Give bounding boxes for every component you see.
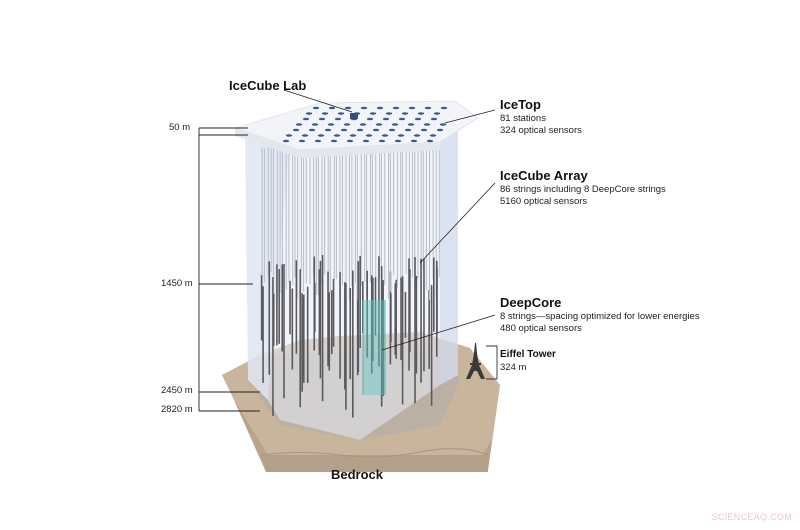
icecube-lab-building	[350, 113, 358, 119]
eiffel-height: 324 m	[500, 362, 527, 373]
icetop-stations-text: 81 stations	[500, 113, 546, 124]
depth-label-1450: 1450 m	[161, 278, 193, 289]
bedrock-label: Bedrock	[331, 467, 384, 482]
depth-label-2450: 2450 m	[161, 385, 193, 396]
icecube-lab-label: IceCube Lab	[229, 78, 307, 93]
array-strings-text: 86 strings including 8 DeepCore strings	[500, 184, 666, 195]
deepcore-title: DeepCore	[500, 295, 562, 310]
icetop-title: IceTop	[500, 97, 541, 112]
eiffel-tower-icon	[466, 343, 485, 379]
depth-scale	[198, 127, 260, 412]
eiffel-title: Eiffel Tower	[500, 349, 556, 360]
array-sensors-text: 5160 optical sensors	[500, 196, 588, 207]
deepcore-sensors-text: 480 optical sensors	[500, 323, 582, 334]
detector-strings	[260, 145, 440, 418]
watermark: SCIENCEAQ.COM	[711, 512, 792, 522]
deepcore-strings-text: 8 strings—spacing optimized for lower en…	[500, 311, 700, 322]
array-title: IceCube Array	[500, 168, 588, 183]
deepcore-region	[362, 300, 386, 395]
icetop-sensors-text: 324 optical sensors	[500, 125, 582, 136]
depth-label-50: 50 m	[169, 122, 191, 133]
icetop-stations	[282, 106, 448, 143]
icetop-surface	[233, 100, 479, 158]
eiffel-bracket	[486, 345, 498, 380]
depth-label-2820: 2820 m	[161, 404, 193, 415]
leader-lines	[283, 89, 496, 351]
